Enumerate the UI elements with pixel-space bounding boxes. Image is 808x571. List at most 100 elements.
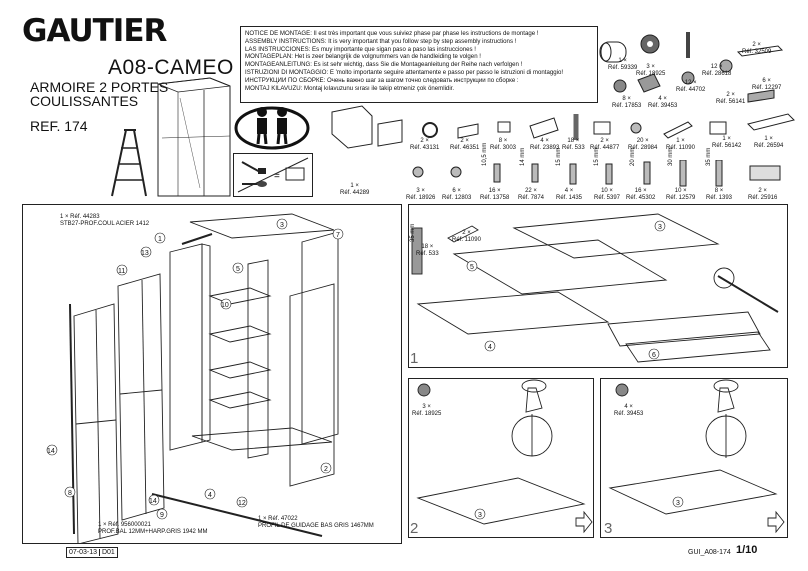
wardrobe-thumbnail [157, 77, 231, 197]
screw-qty: 22 × [525, 188, 537, 194]
part-number-label: 14 [149, 498, 157, 505]
step-number: 2 [410, 520, 419, 537]
step-2-panel [408, 378, 594, 538]
screws-drawings [412, 160, 781, 187]
dowel-size: 35 mm [410, 223, 416, 242]
model-name: A08-CAMEO [108, 56, 234, 79]
screw-size: 10,5 mm [482, 142, 488, 166]
hw-qty: 3 × [646, 64, 655, 70]
hw-qty: 1 × [618, 58, 627, 64]
step-3-panel [600, 378, 788, 538]
screw-qty: 8 × [714, 188, 724, 194]
callout-top-qty: 1 × Réf. 44283 [60, 214, 100, 220]
hw-qty: 2 × [460, 138, 469, 144]
screw-ref: Réf. 1435 [556, 194, 583, 201]
hw-qty: 2 × [600, 138, 609, 144]
hw-ref: Réf. 32509 [742, 48, 772, 55]
step-1-panel [408, 204, 788, 368]
hw-ref: Réf. 28618 [702, 70, 732, 77]
hw-ref: Réf. 11090 [666, 144, 695, 151]
footer-date-value: 07-03-13 [69, 549, 98, 556]
svg-text:=: = [274, 171, 280, 182]
callout-left-qty: 1 × Réf. 956000021 [98, 522, 151, 528]
screw-size: 15 mm [594, 147, 600, 166]
ladder-icon [111, 129, 147, 197]
hw-qty: 1 × [764, 136, 773, 142]
callout-right-qty: 1 × Réf. 47022 [258, 516, 298, 522]
step-2-drawing: 3 [416, 379, 593, 534]
screw-size: 30 mm [668, 147, 674, 166]
screw-ref: Réf. 18926 [406, 194, 436, 201]
hw-qty: 20 × [636, 138, 649, 144]
footer-revision: D01 [98, 549, 115, 556]
hw-qty: 1 × [722, 136, 731, 142]
hardware-mid-drawings [331, 105, 795, 149]
step-part-label: 3 [676, 500, 680, 507]
screw-ref: Réf. 13758 [480, 194, 510, 201]
hw-qty: 12 × [710, 64, 723, 70]
hw-ref: Réf. 56142 [712, 142, 742, 149]
hw-qty: 8 × [622, 96, 631, 102]
hw-ref: Réf. 59339 [608, 64, 638, 71]
hw-ref: Réf. 56141 [716, 98, 746, 105]
part-number-label: 2 [324, 466, 328, 473]
screw-ref: Réf. 7874 [518, 194, 545, 201]
hw-ref: Réf. 43131 [410, 144, 440, 151]
notice-line: ИНСТРУКЦИИ ПО СБОРКЕ: Очень важно шаг за… [245, 76, 519, 84]
step-part-label: 4 [488, 344, 492, 351]
assembly-notice: NOTICE DE MONTAGE: Il est très important… [240, 26, 598, 103]
tools-icon: = [237, 157, 309, 193]
part-number-label: 13 [141, 250, 149, 257]
hw-qty: 18 × [567, 138, 580, 144]
cam-ref: Réf. 39453 [614, 410, 644, 417]
footer-doc-code: GUI_A08-174 [688, 549, 731, 556]
screw-qty: 10 × [674, 188, 687, 194]
part-number-label: 7 [336, 232, 340, 239]
hw-qty: 2 × [420, 138, 429, 144]
hw-ref: Réf. 23893 [530, 144, 560, 151]
step-number: 1 [410, 350, 419, 367]
screw-size: 35 mm [706, 147, 712, 166]
hw-qty: 4 × [540, 138, 549, 144]
callout-left-desc: PROF.BAL 12MM+HARP.GRIS 1942 MM [98, 529, 208, 535]
cam-qty: 4 × [624, 404, 633, 410]
part-number-label: 11 [118, 268, 125, 275]
hw-ref: Réf. 3003 [490, 144, 517, 151]
hardware-top-drawings [599, 32, 784, 103]
notice-line: LAS INSTRUCCIONES: Es muy importante que… [245, 45, 476, 53]
brand-logo: GAUTIER [22, 13, 167, 49]
glue-qty: 2 × [462, 230, 471, 236]
notice-line: ASSEMBLY INSTRUCTIONS: It is very import… [245, 37, 517, 45]
part-number-label: 1 [158, 236, 162, 243]
screw-size: 14 mm [520, 147, 526, 166]
screw-ref: Réf. 45302 [626, 194, 656, 201]
step-part-label: 6 [652, 352, 656, 359]
part-number-label: 14 [47, 448, 55, 455]
screw-qty: 10 × [601, 188, 613, 194]
step-part-label: 5 [470, 264, 474, 271]
screw-qty: 3 × [416, 188, 425, 194]
hw-ref: Réf. 46351 [450, 144, 480, 151]
dowel-qty: 18 × [421, 244, 434, 250]
hw-ref: Réf. 44877 [590, 144, 620, 151]
screw-qty: 16 × [634, 188, 647, 194]
hw-qty: 12 × [684, 80, 697, 86]
notice-line: MONTAJ KILAVUZU: Montaj kılavuzunu sıras… [245, 84, 455, 92]
hw-ref: Réf. 18925 [636, 70, 666, 77]
two-persons-icon [234, 106, 310, 150]
footer-date: 07-03-13 D01 [66, 547, 118, 558]
step-3-drawing: 3 [608, 379, 785, 534]
hw-ref: Réf. 39453 [648, 102, 678, 109]
hw-ref: Réf. 44289 [340, 189, 370, 196]
part-number-label: 4 [208, 492, 212, 499]
cam-ref: Réf. 18925 [412, 410, 442, 417]
screw-qty: 4 × [564, 188, 574, 194]
part-number-label: 10 [221, 302, 229, 309]
step-1-drawing: 3 5 4 6 [411, 213, 779, 363]
exploded-view-panel [22, 204, 402, 544]
hw-qty: 4 × [658, 96, 667, 102]
screw-ref: Réf. 12803 [442, 194, 472, 201]
product-title: ARMOIRE 2 PORTES COULISSANTES [30, 79, 169, 109]
hw-qty: 2 × [752, 42, 761, 48]
hw-qty: 8 × [498, 138, 508, 144]
